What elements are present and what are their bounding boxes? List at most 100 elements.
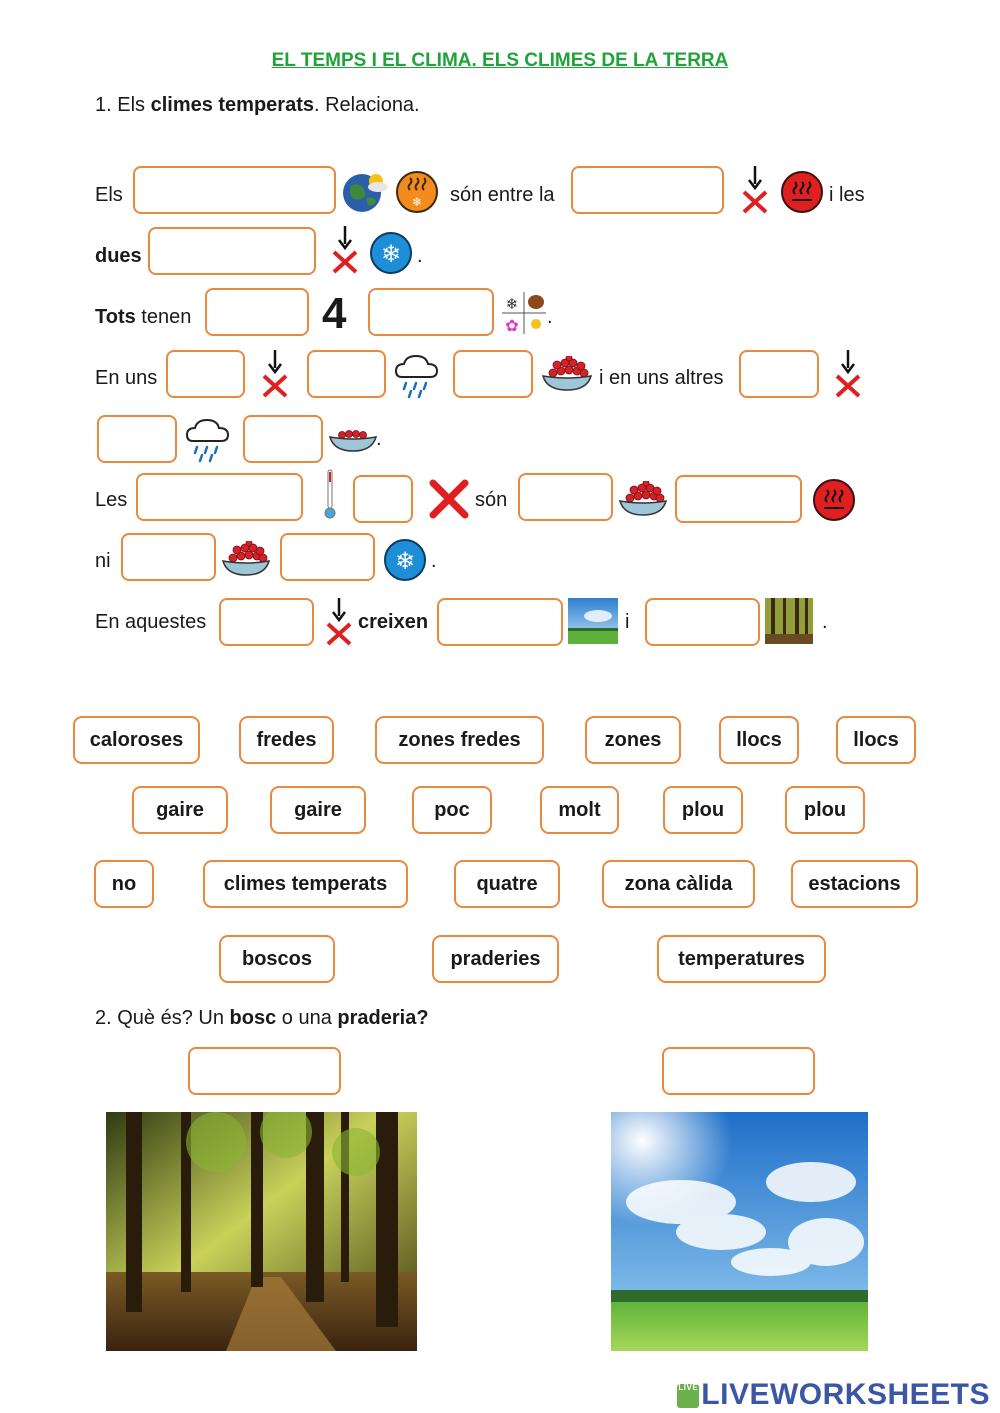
logo-badge-icon: LIVE: [677, 1384, 700, 1409]
line5-period: .: [376, 428, 382, 450]
answer-box-15[interactable]: [675, 475, 802, 523]
word-chip-fredes[interactable]: fredes: [239, 716, 334, 764]
answer-box-12[interactable]: [136, 473, 303, 521]
red-x-icon: [429, 479, 469, 519]
snowflake-icon: ❄: [370, 232, 412, 274]
meadow-photo: [611, 1112, 868, 1351]
q2-mid: o una: [276, 1007, 338, 1029]
forest-photo: [106, 1112, 417, 1351]
line8-period: .: [822, 611, 828, 633]
line3-text: Tots tenen: [95, 305, 191, 329]
q2-bold-praderia: praderia?: [337, 1007, 429, 1029]
answer-box-forest[interactable]: [188, 1047, 341, 1095]
question-2-heading: 2. Què és? Un bosc o una praderia?: [95, 1007, 429, 1030]
q2-bold-bosc: bosc: [229, 1007, 277, 1029]
between-arrow-x-icon: [835, 350, 861, 398]
mild-temperature-icon: ❄: [396, 171, 438, 213]
word-chip-quatre[interactable]: quatre: [454, 860, 560, 908]
bowl-few-icon: [328, 430, 378, 452]
between-arrow-x-icon: [262, 350, 288, 398]
answer-box-11[interactable]: [243, 415, 323, 463]
line3-text-tots: Tots: [95, 306, 136, 328]
meadow-thumbnail: [568, 598, 618, 644]
answer-box-10[interactable]: [97, 415, 177, 463]
word-chip-plou[interactable]: plou: [785, 786, 865, 834]
answer-box-16[interactable]: [121, 533, 216, 581]
q1-number: 1. Els: [95, 94, 151, 116]
line4-text-en-uns: En uns: [95, 367, 158, 389]
between-arrow-x-icon: [326, 598, 352, 646]
word-chip-caloroses[interactable]: caloroses: [73, 716, 200, 764]
word-chip-plou[interactable]: plou: [663, 786, 743, 834]
line3-text-tenen: tenen: [141, 306, 192, 328]
word-chip-poc[interactable]: poc: [412, 786, 492, 834]
word-chip-llocs[interactable]: llocs: [719, 716, 799, 764]
rain-cloud-icon: [185, 418, 230, 463]
thermometer-icon: [324, 469, 336, 519]
question-1-heading: 1. Els climes temperats. Relaciona.: [95, 94, 420, 117]
hot-icon: [813, 479, 855, 521]
q1-rest: . Relaciona.: [314, 94, 420, 116]
q2-number: 2. Què és? Un: [95, 1007, 230, 1029]
rain-cloud-icon: [394, 354, 439, 399]
line8-text-creixen: creixen: [358, 611, 429, 633]
answer-box-5[interactable]: [368, 288, 494, 336]
answer-box-4[interactable]: [205, 288, 309, 336]
answer-box-3[interactable]: [148, 227, 316, 275]
snowflake-icon: ❄: [384, 539, 426, 581]
line4-text-altres: i en uns altres: [599, 367, 724, 389]
word-chip-zona-calida[interactable]: zona càlida: [602, 860, 755, 908]
seasons-icon: ❄ ✿: [502, 292, 546, 335]
bowl-full-icon: [221, 541, 271, 576]
between-arrow-x-icon: [742, 166, 768, 214]
word-chip-climes-temperats[interactable]: climes temperats: [203, 860, 408, 908]
answer-box-13[interactable]: [353, 475, 413, 523]
word-chip-zones-fredes[interactable]: zones fredes: [375, 716, 544, 764]
hot-icon: [781, 171, 823, 213]
line6-text-son: són: [475, 489, 508, 511]
word-chip-molt[interactable]: molt: [540, 786, 619, 834]
answer-box-6[interactable]: [166, 350, 245, 398]
line7-period: .: [431, 550, 437, 572]
answer-box-meadow[interactable]: [662, 1047, 815, 1095]
answer-box-9[interactable]: [739, 350, 819, 398]
answer-box-20[interactable]: [645, 598, 760, 646]
line8-text-en-aquestes: En aquestes: [95, 611, 207, 633]
line1-text-i-les: i les: [829, 184, 865, 206]
word-chip-llocs[interactable]: llocs: [836, 716, 916, 764]
answer-box-14[interactable]: [518, 473, 613, 521]
svg-text:❄: ❄: [381, 240, 401, 268]
answer-box-17[interactable]: [280, 533, 375, 581]
number-four: 4: [322, 289, 347, 338]
line3-period: .: [547, 306, 553, 328]
line1-text-els: Els: [95, 184, 123, 206]
page-title: EL TEMPS I EL CLIMA. ELS CLIMES DE LA TE…: [271, 50, 729, 71]
svg-text:❄: ❄: [506, 295, 519, 313]
line8-text-i: i: [625, 611, 630, 633]
line7-text-ni: ni: [95, 550, 111, 572]
word-chip-temperatures[interactable]: temperatures: [657, 935, 826, 983]
word-chip-no[interactable]: no: [94, 860, 154, 908]
word-chip-gaire[interactable]: gaire: [270, 786, 366, 834]
logo-text: LIVEWORKSHEETS: [701, 1378, 990, 1411]
bowl-full-icon: [541, 356, 593, 391]
line1-text-son-entre: són entre la: [450, 184, 555, 206]
answer-box-8[interactable]: [453, 350, 533, 398]
word-chip-gaire[interactable]: gaire: [132, 786, 228, 834]
q1-bold: climes temperats: [150, 94, 314, 116]
bowl-full-icon: [618, 481, 668, 516]
answer-box-7[interactable]: [307, 350, 386, 398]
globe-weather-icon: [343, 174, 388, 212]
word-chip-boscos[interactable]: boscos: [219, 935, 335, 983]
forest-thumbnail: [765, 598, 813, 644]
line2-text-dues: dues: [95, 245, 142, 267]
answer-box-1[interactable]: [133, 166, 336, 214]
word-chip-estacions[interactable]: estacions: [791, 860, 918, 908]
answer-box-2[interactable]: [571, 166, 724, 214]
answer-box-18[interactable]: [219, 598, 314, 646]
word-chip-zones[interactable]: zones: [585, 716, 681, 764]
word-chip-praderies[interactable]: praderies: [432, 935, 559, 983]
between-arrow-x-icon: [332, 226, 358, 274]
answer-box-19[interactable]: [437, 598, 563, 646]
line2-period: .: [417, 245, 423, 267]
